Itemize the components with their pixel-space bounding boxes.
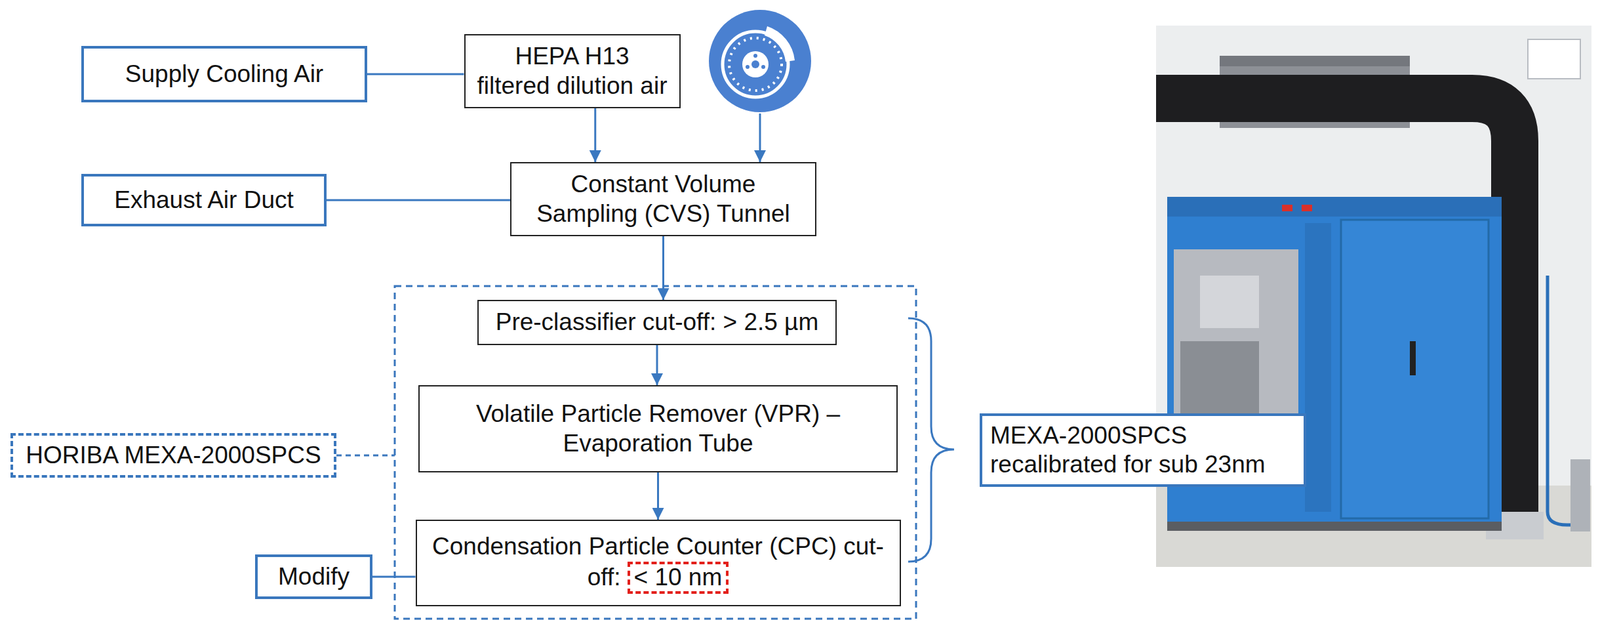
- process-box: Volatile Particle Remover (VPR) – Evapor…: [418, 384, 898, 473]
- test-chamber-photo: [1281, 204, 1293, 212]
- process-box: HEPA H13 filtered dilution air: [464, 34, 681, 109]
- connector-line: [367, 73, 465, 76]
- brake-disc-icon: [753, 53, 758, 58]
- node-text: HORIBA MEXA-2000SPCS: [25, 440, 321, 470]
- test-chamber-photo: [1570, 459, 1591, 532]
- node-text: Supply Cooling Air: [125, 59, 324, 89]
- note-box: MEXA-2000SPCS recalibrated for sub 23nm: [979, 413, 1307, 488]
- brake-disc-icon: [708, 9, 812, 113]
- node-text: Constant Volume Sampling (CVS) Tunnel: [536, 169, 791, 229]
- node-text: < 10 nm: [634, 563, 723, 591]
- node-text: Pre-classifier cut-off: > 2.5 µm: [495, 307, 820, 337]
- flow-arrow: [594, 108, 597, 162]
- flow-arrow: [656, 344, 659, 385]
- flow-arrow: [657, 472, 660, 520]
- process-box: Condensation Particle Counter (CPC) cut-…: [415, 519, 901, 606]
- text-line-group: Condensation Particle Counter (CPC) cut-…: [428, 531, 888, 593]
- node-text: MEXA-2000SPCS recalibrated for sub 23nm: [990, 420, 1266, 480]
- brake-disc-icon: [761, 64, 766, 69]
- leader-line: [336, 454, 395, 457]
- test-chamber-photo: [1527, 39, 1581, 79]
- brake-disc-icon: [708, 9, 812, 113]
- node-text: Exhaust Air Duct: [114, 185, 294, 215]
- side-box: Exhaust Air Duct: [81, 173, 327, 227]
- highlight-box: < 10 nm: [627, 561, 730, 594]
- instrument-label: HORIBA MEXA-2000SPCS: [10, 432, 337, 478]
- instrument-region: [394, 285, 917, 619]
- brake-disc-icon: [745, 64, 750, 69]
- connector-line: [372, 575, 416, 578]
- node-text: Volatile Particle Remover (VPR) – Evapor…: [448, 399, 869, 458]
- test-chamber-photo: [1340, 219, 1489, 519]
- process-box: Constant Volume Sampling (CVS) Tunnel: [510, 161, 817, 237]
- brake-disc-icon: [742, 51, 769, 78]
- side-box: Supply Cooling Air: [81, 45, 368, 103]
- test-chamber-photo: [1301, 204, 1313, 212]
- brake-disc-icon: [729, 38, 782, 91]
- process-box: Pre-classifier cut-off: > 2.5 µm: [477, 299, 837, 345]
- side-box: Modify: [255, 554, 373, 599]
- test-chamber-photo: [1409, 340, 1416, 376]
- test-chamber-photo: [1167, 521, 1502, 531]
- brake-disc-icon: [751, 60, 760, 69]
- test-chamber-photo: [1200, 275, 1260, 328]
- connector-line: [326, 199, 511, 202]
- test-chamber-photo: [1219, 55, 1410, 67]
- test-chamber-photo: [1167, 196, 1502, 217]
- flow-arrow: [759, 113, 762, 162]
- node-text: Modify: [278, 561, 350, 591]
- bracket: [908, 318, 955, 562]
- flow-arrow: [662, 236, 665, 300]
- brake-disc-icon: [764, 26, 795, 62]
- node-text: HEPA H13 filtered dilution air: [477, 41, 668, 101]
- test-chamber-photo: [1304, 222, 1332, 512]
